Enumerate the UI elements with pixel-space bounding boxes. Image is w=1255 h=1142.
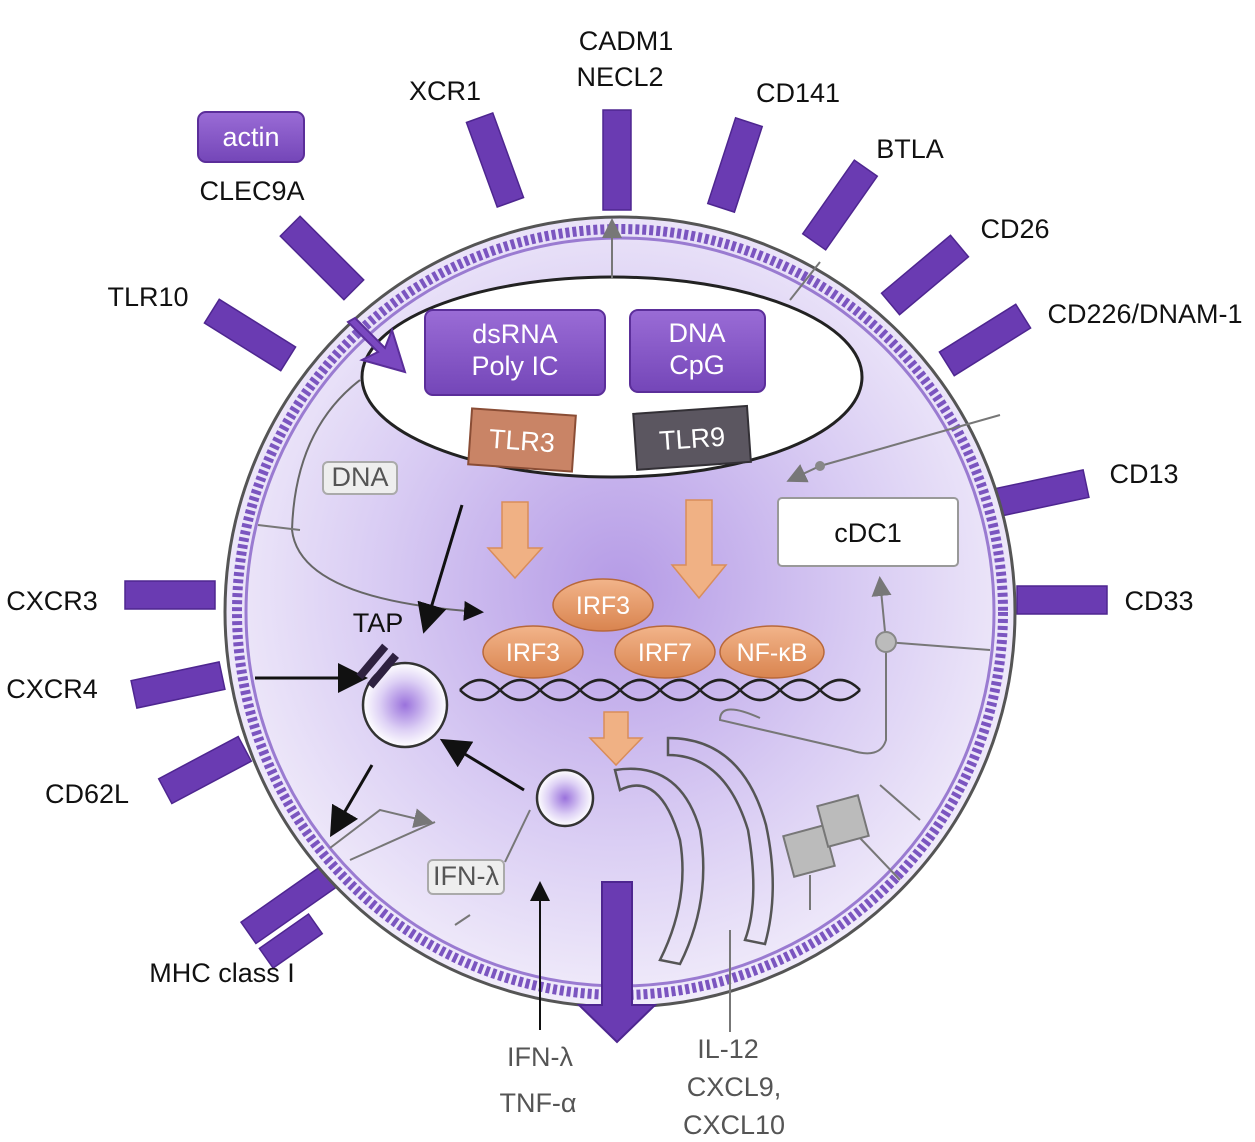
- dna-label: DNA: [668, 318, 725, 348]
- transcription-factors: IRF3 IRF3 IRF7 NF-κB: [482, 578, 825, 679]
- receptor-labels: CLEC9A XCR1 CADM1 NECL2 CD141 BTLA CD26 …: [6, 26, 1242, 988]
- nf-kb: NF-κB: [719, 625, 825, 679]
- grey-squares: [782, 794, 870, 878]
- receptor-xcr1: [465, 111, 525, 209]
- irf3-top-label: IRF3: [576, 592, 630, 620]
- secreted-right: IL-12 CXCL9, CXCL10: [683, 1034, 785, 1140]
- tlr9-signal-arrow: [670, 499, 728, 600]
- receptor-cd33: [1016, 585, 1108, 615]
- cdc1-label: cDC1: [834, 518, 902, 548]
- ifn-lambda-tag-label: IFN-λ: [433, 861, 499, 891]
- cxcr4-label: CXCR4: [6, 674, 98, 704]
- receptor-cd62l: [157, 735, 253, 805]
- mhc-class-i-label: MHC class I: [149, 958, 295, 988]
- irf3-left: IRF3: [482, 625, 584, 679]
- cpg-label: CpG: [669, 350, 725, 380]
- trafficking-arrows: [255, 504, 550, 1030]
- secreted-left: IFN-λ TNF-α: [499, 1042, 576, 1118]
- signaling-arrows: [486, 499, 728, 767]
- dsrna-box: dsRNA Poly IC: [424, 309, 606, 396]
- secreted-cxcl10: CXCL10: [683, 1110, 785, 1140]
- tlr3-label: TLR3: [488, 424, 556, 459]
- cadm1-label: CADM1: [579, 26, 674, 56]
- tlr9-box: TLR9: [632, 404, 752, 471]
- cd141-label: CD141: [756, 78, 840, 108]
- receptor-cxcr3: [124, 580, 216, 610]
- receptor-cd13: [994, 469, 1090, 517]
- cd33-label: CD33: [1124, 586, 1193, 616]
- cd226-label: CD226/DNAM-1: [1047, 299, 1242, 329]
- tlr3-box: TLR3: [467, 407, 577, 473]
- btla-label: BTLA: [876, 134, 944, 164]
- poly-ic-label: Poly IC: [471, 351, 558, 381]
- tap-label: TAP: [353, 608, 404, 638]
- tap-transporter: [356, 643, 399, 689]
- secretion-arrow: [576, 881, 658, 1044]
- cd62l-label: CD62L: [45, 779, 129, 809]
- receptor-clec9a: [279, 215, 365, 301]
- secretory-vesicle: [535, 768, 595, 828]
- cd226-junction-dot: [815, 461, 825, 471]
- receptor-cd226: [938, 303, 1032, 377]
- clec9a-label: CLEC9A: [199, 176, 304, 206]
- ifn-lambda-tag: IFN-λ: [427, 859, 505, 895]
- actin-box: actin: [197, 111, 305, 163]
- cell-membrane-outer: [232, 224, 1008, 1000]
- dna-tag-label: DNA: [331, 462, 388, 492]
- dna-helix: [459, 678, 861, 702]
- receptor-mhc-class-i: [239, 863, 339, 970]
- irf3-top: IRF3: [552, 578, 654, 632]
- transcription-arrow: [588, 711, 644, 767]
- necl2-label: NECL2: [576, 62, 663, 92]
- cd13-label: CD13: [1109, 459, 1178, 489]
- secreted-tnf-alpha: TNF-α: [499, 1088, 576, 1118]
- secreted-il12: IL-12: [697, 1034, 759, 1064]
- dna-tag: DNA: [322, 461, 398, 495]
- irf3-left-label: IRF3: [506, 639, 560, 667]
- golgi-er: [613, 736, 774, 966]
- actin-label: actin: [222, 122, 279, 152]
- secreted-cxcl9: CXCL9,: [687, 1072, 782, 1102]
- cxcr3-label: CXCR3: [6, 586, 98, 616]
- irf7: IRF7: [614, 625, 716, 679]
- xcr1-label: XCR1: [409, 76, 481, 106]
- receptor-btla: [801, 159, 879, 251]
- receptor-tlr10: [203, 298, 297, 372]
- cd26-label: CD26: [980, 214, 1049, 244]
- ligand-uptake-arrow: [346, 316, 407, 374]
- dsrna-label: dsRNA: [472, 319, 558, 349]
- cd13-junction-dot: [875, 631, 897, 653]
- tap-vesicle: TAP: [353, 608, 449, 749]
- dna-cpg-box: DNA CpG: [629, 309, 766, 393]
- receptor-cd26: [880, 234, 970, 316]
- irf7-label: IRF7: [638, 639, 692, 667]
- receptor-cxcr4: [130, 661, 226, 709]
- tlr9-label: TLR9: [658, 422, 726, 457]
- secreted-ifn-lambda: IFN-λ: [507, 1042, 573, 1072]
- tlr10-label: TLR10: [107, 282, 188, 312]
- tlr3-signal-arrow: [486, 501, 544, 580]
- receptor-cd141: [706, 116, 764, 214]
- nf-kb-label: NF-κB: [737, 639, 808, 667]
- connector-lines: [257, 218, 1001, 1032]
- cdc1-box: cDC1: [777, 497, 959, 567]
- receptor-cadm1: [602, 109, 632, 211]
